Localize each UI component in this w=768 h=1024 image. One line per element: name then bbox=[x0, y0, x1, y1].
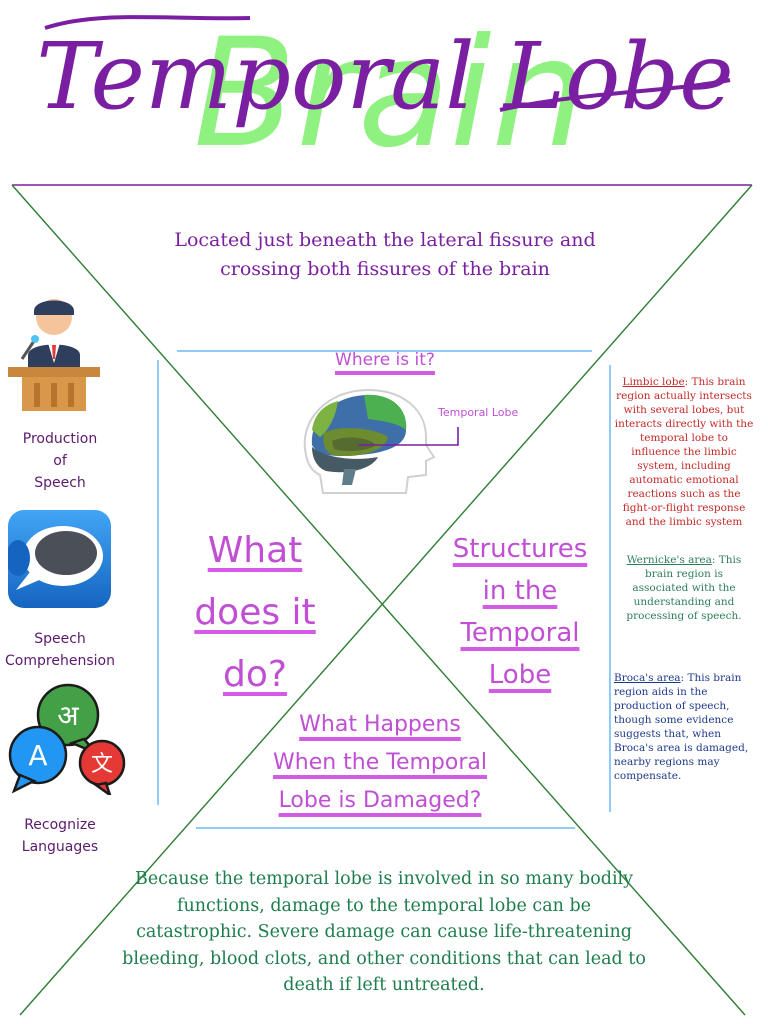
structure-term: Broca's area bbox=[614, 672, 681, 684]
function-label-recognize-languages: Recognize Languages bbox=[5, 814, 115, 858]
heading-line: What Happens bbox=[299, 712, 461, 737]
structure-note-limbic-lobe: Limbic lobe: This brain region actually … bbox=[614, 375, 754, 529]
label-line: Comprehension bbox=[5, 653, 115, 669]
structure-description: : This brain region aids in the producti… bbox=[614, 672, 749, 782]
function-label-speech-comprehension: Speech Comprehension bbox=[0, 628, 120, 672]
heading-line: Lobe bbox=[488, 660, 552, 690]
label-line: Recognize bbox=[24, 817, 96, 833]
heading-line: Temporal bbox=[460, 618, 580, 648]
title-background-brain: Brain bbox=[193, 7, 586, 175]
svg-text:Temporal Lobe: Temporal Lobe bbox=[36, 23, 734, 130]
label-line: of bbox=[53, 453, 67, 469]
heading-structures: Structures in the Temporal Lobe bbox=[425, 528, 615, 696]
structure-description: : This brain region is associated with t… bbox=[626, 554, 742, 622]
speaker-podium-icon bbox=[8, 299, 100, 411]
svg-text:文: 文 bbox=[91, 752, 113, 777]
heading-line: do? bbox=[223, 654, 287, 695]
svg-text:A: A bbox=[28, 739, 47, 772]
structure-term: Wernicke's area bbox=[626, 554, 712, 566]
heading-line: What bbox=[207, 530, 303, 571]
languages-icon: अ A 文 bbox=[8, 683, 126, 795]
structure-description: : This brain region actually intersects … bbox=[614, 376, 754, 528]
label-line: Speech bbox=[34, 475, 86, 491]
function-label-production-of-speech: Production of Speech bbox=[10, 428, 110, 494]
structure-note-brocas-area: Broca's area: This brain region aids in … bbox=[614, 671, 754, 783]
damage-consequence-text: Because the temporal lobe is involved in… bbox=[122, 869, 646, 995]
brain-diagram bbox=[303, 388, 459, 494]
heading-line: Structures bbox=[452, 534, 588, 564]
location-description: Located just beneath the lateral fissure… bbox=[174, 229, 596, 280]
heading-what-happens-damaged: What Happens When the Temporal Lobe is D… bbox=[230, 706, 530, 820]
svg-text:Brain: Brain bbox=[193, 7, 586, 175]
structure-note-wernickes-area: Wernicke's area: This brain region is as… bbox=[618, 553, 750, 623]
label-line: Speech bbox=[34, 631, 86, 647]
title-temporal-lobe: Temporal Lobe bbox=[36, 15, 734, 130]
heading-line: in the bbox=[482, 576, 558, 606]
heading-line: does it bbox=[194, 592, 316, 633]
speech-bubble-icon bbox=[8, 510, 111, 608]
svg-text:अ: अ bbox=[57, 699, 79, 732]
heading-what-does-it-do: What does it do? bbox=[170, 520, 340, 706]
label-line: Production bbox=[22, 431, 98, 447]
heading-where-is-it: Where is it? bbox=[335, 350, 435, 370]
heading-line: Lobe is Damaged? bbox=[278, 788, 482, 813]
heading-line: When the Temporal bbox=[273, 750, 487, 775]
label-line: Languages bbox=[21, 839, 99, 855]
diagram-label-temporal-lobe: Temporal Lobe bbox=[438, 406, 519, 419]
structure-term: Limbic lobe bbox=[622, 376, 685, 388]
